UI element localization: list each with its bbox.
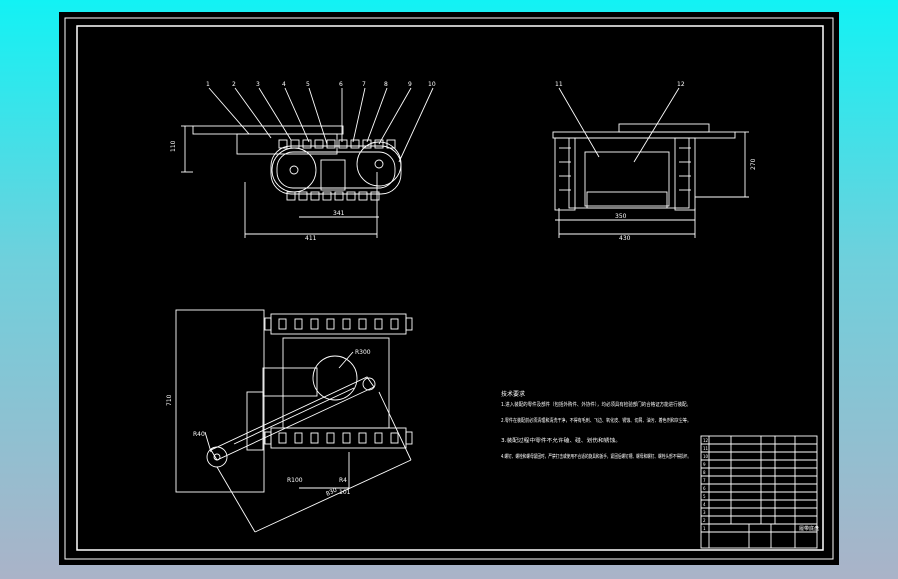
tb-row-8: 8: [703, 470, 706, 475]
inner-border: [76, 25, 824, 551]
drawing-sheet: 1 2 3 4 5 6 7 8 9 10 110 341 411 11 12 3…: [59, 12, 839, 565]
balloon-10: 10: [428, 81, 436, 88]
note-line-3: 3.装配过程中零件不允许磕、碰、划伤和锈蚀。: [501, 437, 621, 444]
label-r4: R4: [339, 477, 347, 484]
tb-row-12: 12: [703, 438, 709, 443]
label-r100: R100: [287, 477, 303, 484]
tb-row-9: 9: [703, 462, 706, 467]
balloon-9: 9: [408, 81, 412, 88]
dim-side-height: 270: [750, 158, 757, 170]
front-view: [181, 87, 434, 238]
note-line-4: 4.螺钉、螺栓和螺母紧固时，严禁打击或使用不合适的旋具和扳手，紧固后螺钉槽、螺母…: [501, 453, 691, 460]
dim-front-height: 110: [170, 140, 177, 152]
tb-row-6: 6: [703, 486, 706, 491]
label-101: 101: [339, 489, 351, 496]
outer-border: [64, 17, 834, 560]
notes-title: 技术要求: [501, 390, 525, 398]
dim-side-inner: 350: [615, 213, 627, 220]
balloon-12: 12: [677, 81, 685, 88]
side-view: [552, 87, 749, 238]
title-block: [700, 435, 818, 549]
tb-row-2: 2: [703, 518, 706, 523]
dim-front-inner: 341: [333, 210, 345, 217]
dim-top-left: 710: [166, 394, 173, 406]
balloon-7: 7: [362, 81, 366, 88]
balloon-1: 1: [206, 81, 210, 88]
balloon-5: 5: [306, 81, 310, 88]
label-r40: R40: [193, 431, 205, 438]
tb-drawing-name: 履带底盘: [799, 525, 819, 532]
tb-row-3: 3: [703, 510, 706, 515]
top-view: [175, 309, 413, 533]
dim-front-total: 411: [305, 235, 317, 242]
tb-row-11: 11: [703, 446, 709, 451]
tb-row-10: 10: [703, 454, 709, 459]
balloon-3: 3: [256, 81, 260, 88]
tb-row-1: 1: [703, 526, 706, 531]
note-line-2: 2.零件在装配前必须清理和清洗干净，不得有毛刺、飞边、氧化皮、锈蚀、切屑、油污、…: [501, 417, 691, 424]
dim-side-total: 430: [619, 235, 631, 242]
tb-row-5: 5: [703, 494, 706, 499]
cad-drawing: 1 2 3 4 5 6 7 8 9 10 110 341 411 11 12 3…: [64, 17, 834, 560]
balloon-11: 11: [555, 81, 563, 88]
tb-row-4: 4: [703, 502, 706, 507]
balloon-2: 2: [232, 81, 236, 88]
balloon-6: 6: [339, 81, 343, 88]
tb-row-7: 7: [703, 478, 706, 483]
note-line-1: 1.进入装配的零件及部件（包括外购件、外协件），均必须具有检验部门的合格证方能进…: [501, 401, 691, 408]
dim-830: 830: [325, 487, 339, 498]
balloon-4: 4: [282, 81, 286, 88]
balloon-8: 8: [384, 81, 388, 88]
label-r300: R300: [355, 349, 371, 356]
